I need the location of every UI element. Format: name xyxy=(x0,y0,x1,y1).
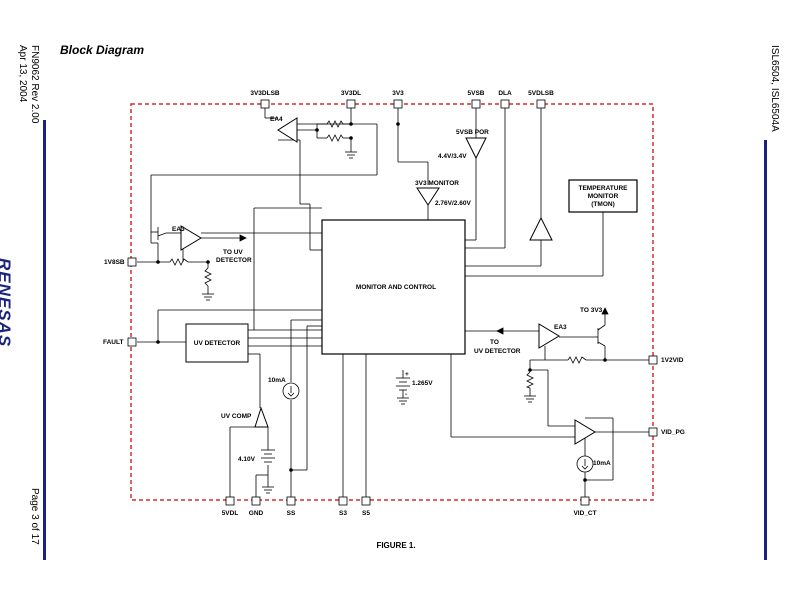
temp-label-1: TEMPERATURE xyxy=(579,185,629,192)
pin-5vdlsb xyxy=(536,99,546,109)
por-comparator xyxy=(465,137,487,160)
dla-buffer xyxy=(529,216,553,241)
label-fault: FAULT xyxy=(103,339,123,346)
arrows xyxy=(239,234,609,335)
ref-1265: 1.265V xyxy=(412,380,433,387)
label-3v3dl: 3V3DL xyxy=(341,90,361,97)
pin-vid-ct xyxy=(580,496,590,506)
to-uv-label: TO UV xyxy=(223,249,243,256)
uv-comp-label: UV COMP xyxy=(221,413,252,420)
pins xyxy=(127,99,658,506)
pin-1v2vid xyxy=(648,355,658,365)
uv-detector-label: UV DETECTOR xyxy=(194,340,241,347)
chip-boundary xyxy=(130,103,654,501)
label-5vdlsb: 5VDLSB xyxy=(528,90,554,97)
label-vid-pg: VID_PG xyxy=(661,429,685,436)
ea3-right-label: EA3 xyxy=(554,324,567,331)
label-s5: S5 xyxy=(362,510,370,517)
left-margin: FN9062 Rev 2.00 Apr 13, 2004 RENESAS Pag… xyxy=(0,0,50,612)
pin-3v3dl xyxy=(346,99,356,109)
mon3v3-comparator xyxy=(416,187,440,206)
label-s3: S3 xyxy=(339,510,347,517)
por-threshold: 4.4V/3.4V xyxy=(438,153,467,160)
figure-caption: FIGURE 1. xyxy=(376,541,416,550)
junctions xyxy=(156,122,607,482)
right-margin: ISL6504, ISL6504A xyxy=(742,0,792,612)
ss-current-label: 10mA xyxy=(268,377,286,384)
mon3v3-label: 3V3 MONITOR xyxy=(415,180,459,187)
ea3-left-amp xyxy=(180,225,202,251)
label-3v3: 3V3 xyxy=(392,90,404,97)
pin-s3 xyxy=(338,496,348,506)
ea4-amp xyxy=(277,117,298,143)
ea3-right-amp xyxy=(538,323,560,349)
to-label: TO xyxy=(490,339,499,346)
label-3v3dlsb: 3V3DLSB xyxy=(250,90,280,97)
label-1v8sb: 1V8SB xyxy=(104,259,125,266)
pin-gnd xyxy=(251,496,261,506)
ea4-label: EA4 xyxy=(270,116,283,123)
pin-3v3dlsb xyxy=(260,99,270,109)
vid-current-label: 10mA xyxy=(593,460,611,467)
detector-label: DETECTOR xyxy=(216,257,252,264)
pin-dla xyxy=(500,99,510,109)
pin-vid-pg xyxy=(648,427,658,437)
to-3v3-label: TO 3V3 xyxy=(580,307,603,314)
current-sources xyxy=(282,382,594,473)
uv-detector-block xyxy=(185,323,249,363)
pin-s5 xyxy=(361,496,371,506)
transistors xyxy=(150,227,606,347)
right-sidebar-bar xyxy=(764,140,767,560)
wires xyxy=(137,108,652,497)
mon3v3-threshold: 2.76V/2.60V xyxy=(435,200,471,207)
label-1v2vid: 1V2VID xyxy=(661,357,684,364)
label-ss: SS xyxy=(287,510,296,517)
ea3-left-label: EA3 xyxy=(172,226,185,233)
left-sidebar-bar xyxy=(43,120,46,560)
pin-fault xyxy=(127,337,137,347)
ground-symbols xyxy=(202,151,536,494)
pin-5vdl xyxy=(225,496,235,506)
temp-label-3: (TMON) xyxy=(591,201,614,208)
ref-410: 4.10V xyxy=(238,456,256,463)
label-gnd: GND xyxy=(249,510,264,517)
vidpg-comparator xyxy=(574,419,596,445)
pin-1v8sb xyxy=(127,257,137,267)
monitor-control-label: MONITOR AND CONTROL xyxy=(356,284,436,291)
pin-3v3 xyxy=(393,99,403,109)
pin-5vsb xyxy=(471,99,481,109)
resistors xyxy=(169,120,587,389)
label-5vsb: 5VSB xyxy=(468,90,485,97)
por-label: 5VSB POR xyxy=(456,129,489,136)
page-title: Block Diagram xyxy=(60,43,145,57)
label-vid-ct: VID_CT xyxy=(573,510,596,517)
uv-comp xyxy=(254,406,269,428)
minus-sign: - xyxy=(405,391,407,398)
temp-label-2: MONITOR xyxy=(588,193,619,200)
temperature-monitor-block xyxy=(568,179,638,213)
uv-detector-right-label: UV DETECTOR xyxy=(474,348,521,355)
plus-sign: + xyxy=(405,371,409,378)
amplifiers xyxy=(180,117,596,445)
label-5vdl: 5VDL xyxy=(222,510,239,517)
voltage-references xyxy=(261,377,410,463)
pin-ss xyxy=(286,496,296,506)
monitor-control-block xyxy=(321,219,466,355)
label-dla: DLA xyxy=(498,90,512,97)
